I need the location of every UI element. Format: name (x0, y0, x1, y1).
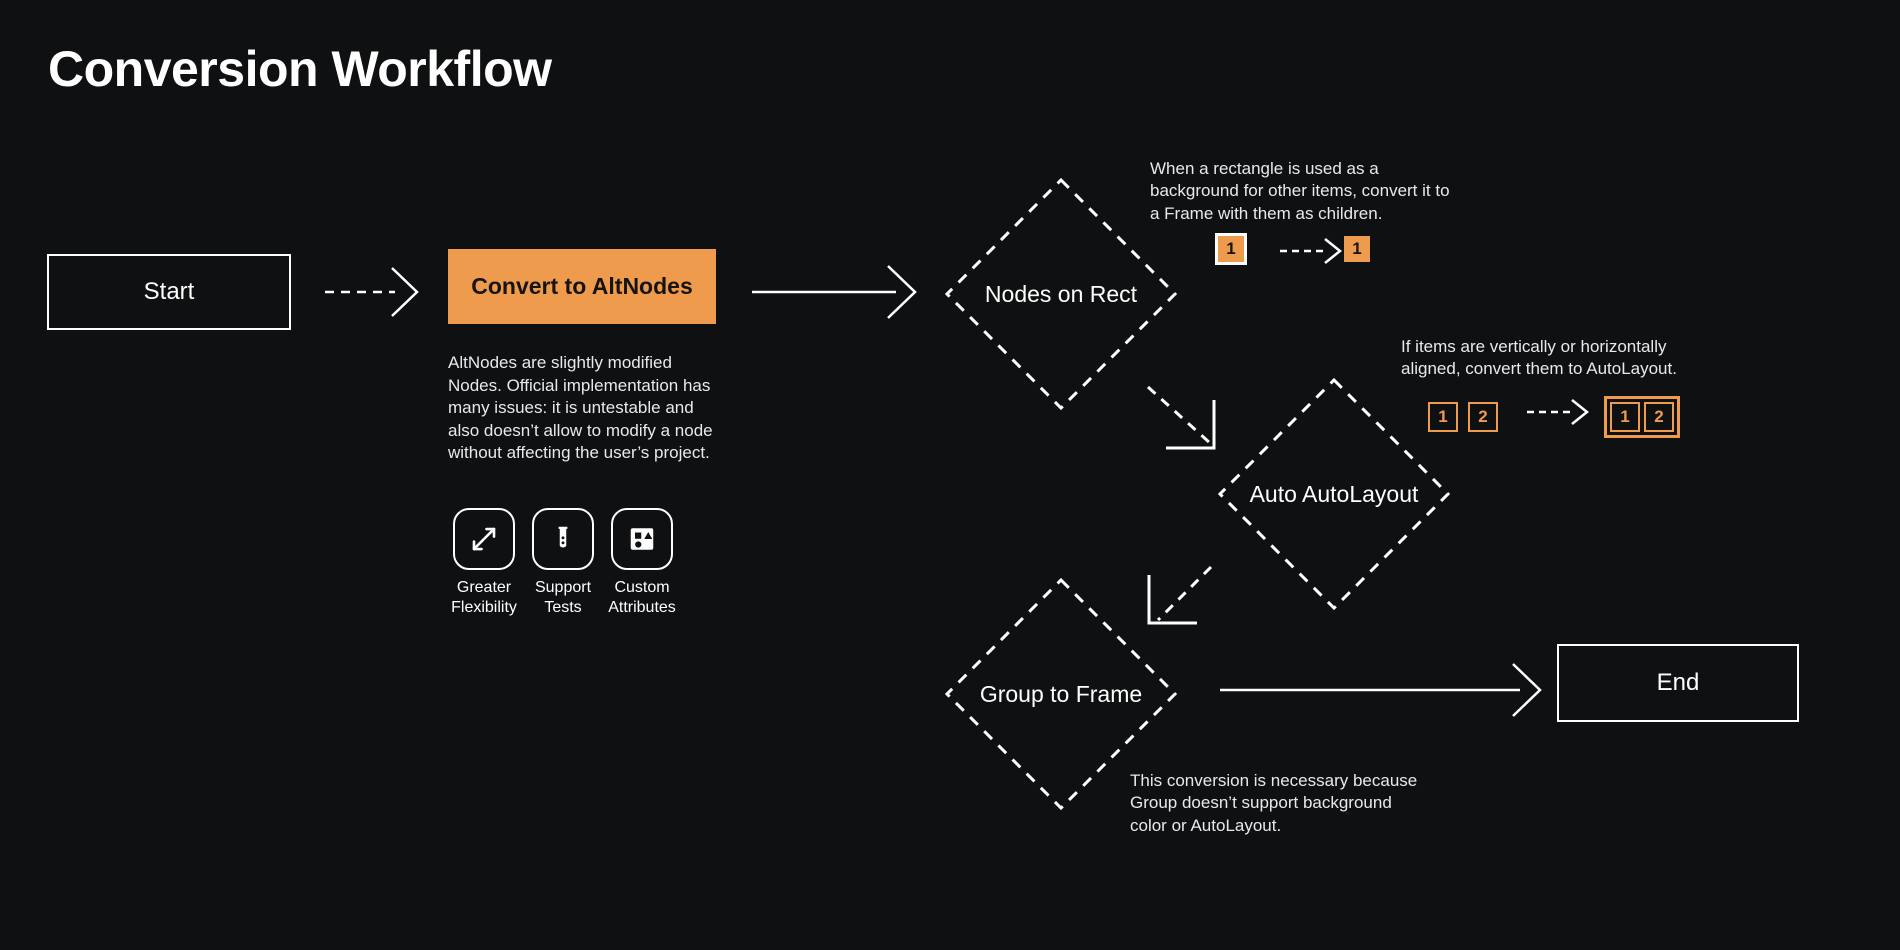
node-auto-autolayout[interactable]: Auto AutoLayout (1216, 376, 1452, 612)
expand-arrows-icon (453, 508, 515, 570)
node-auto-autolayout-label: Auto AutoLayout (1249, 480, 1419, 507)
diamond-outline (1217, 377, 1451, 611)
node-end[interactable]: End (1557, 644, 1799, 722)
description-altnodes: AltNodes are slightly modified Nodes. Of… (448, 353, 713, 463)
test-tube-icon (532, 508, 594, 570)
node-group-to-frame[interactable]: Group to Frame (943, 576, 1179, 812)
feature-label-line2: Flexibility (451, 598, 517, 616)
feature-support-tests[interactable]: Support Tests (531, 508, 595, 617)
diamond-outline (944, 577, 1178, 811)
badge-after-2: 2 (1644, 402, 1674, 432)
feature-greater-flexibility[interactable]: Greater Flexibility (451, 508, 517, 617)
node-start-label: Start (143, 278, 195, 305)
feature-label-line1: Support (534, 579, 592, 596)
badge-before-2: 2 (1468, 402, 1498, 432)
annotation-group-to-frame: This conversion is necessary because Gro… (1130, 771, 1418, 835)
connector-convert-to-nodes-on-rect (752, 265, 917, 319)
badge-after-1: 1 (1344, 236, 1370, 262)
page-title: Conversion Workflow (48, 41, 552, 97)
feature-label-line2: Tests (544, 598, 582, 616)
badge-before-1: 1 (1428, 402, 1458, 432)
feature-custom-attributes[interactable]: Custom Attributes (608, 508, 676, 617)
node-end-label: End (1656, 669, 1700, 696)
badge-after-group: 1 2 (1604, 396, 1680, 438)
badge-before-1: 1 (1215, 233, 1247, 265)
badge-example-auto-autolayout: 1 2 1 2 (1428, 396, 1680, 438)
feature-list: Greater Flexibility Support Tests (451, 508, 676, 617)
node-group-to-frame-label: Group to Frame (979, 680, 1143, 707)
node-convert-to-altnodes[interactable]: Convert to AltNodes (448, 249, 716, 324)
node-start[interactable]: Start (47, 254, 291, 330)
shapes-icon (611, 508, 673, 570)
annotation-nodes-on-rect: When a rectangle is used as a background… (1150, 159, 1450, 223)
badge-example-nodes-on-rect: 1 1 (1215, 233, 1370, 265)
node-convert-label: Convert to AltNodes (471, 273, 693, 299)
node-nodes-on-rect[interactable]: Nodes on Rect (943, 176, 1179, 412)
badge-after-1: 1 (1610, 402, 1640, 432)
feature-label-line1: Greater (456, 579, 512, 596)
feature-label-line2: Attributes (608, 598, 676, 616)
feature-label-custom-attributes: Custom Attributes (608, 578, 676, 617)
annotation-auto-autolayout: If items are vertically or horizontally … (1401, 337, 1677, 379)
feature-label-support-tests: Support Tests (535, 578, 591, 617)
feature-label-line1: Custom (614, 579, 670, 596)
node-nodes-on-rect-label: Nodes on Rect (984, 280, 1138, 307)
diamond-outline (944, 177, 1178, 411)
feature-label-greater-flexibility: Greater Flexibility (451, 578, 517, 617)
connector-start-to-convert (325, 267, 419, 317)
connector-group-to-frame-to-end (1220, 663, 1542, 717)
